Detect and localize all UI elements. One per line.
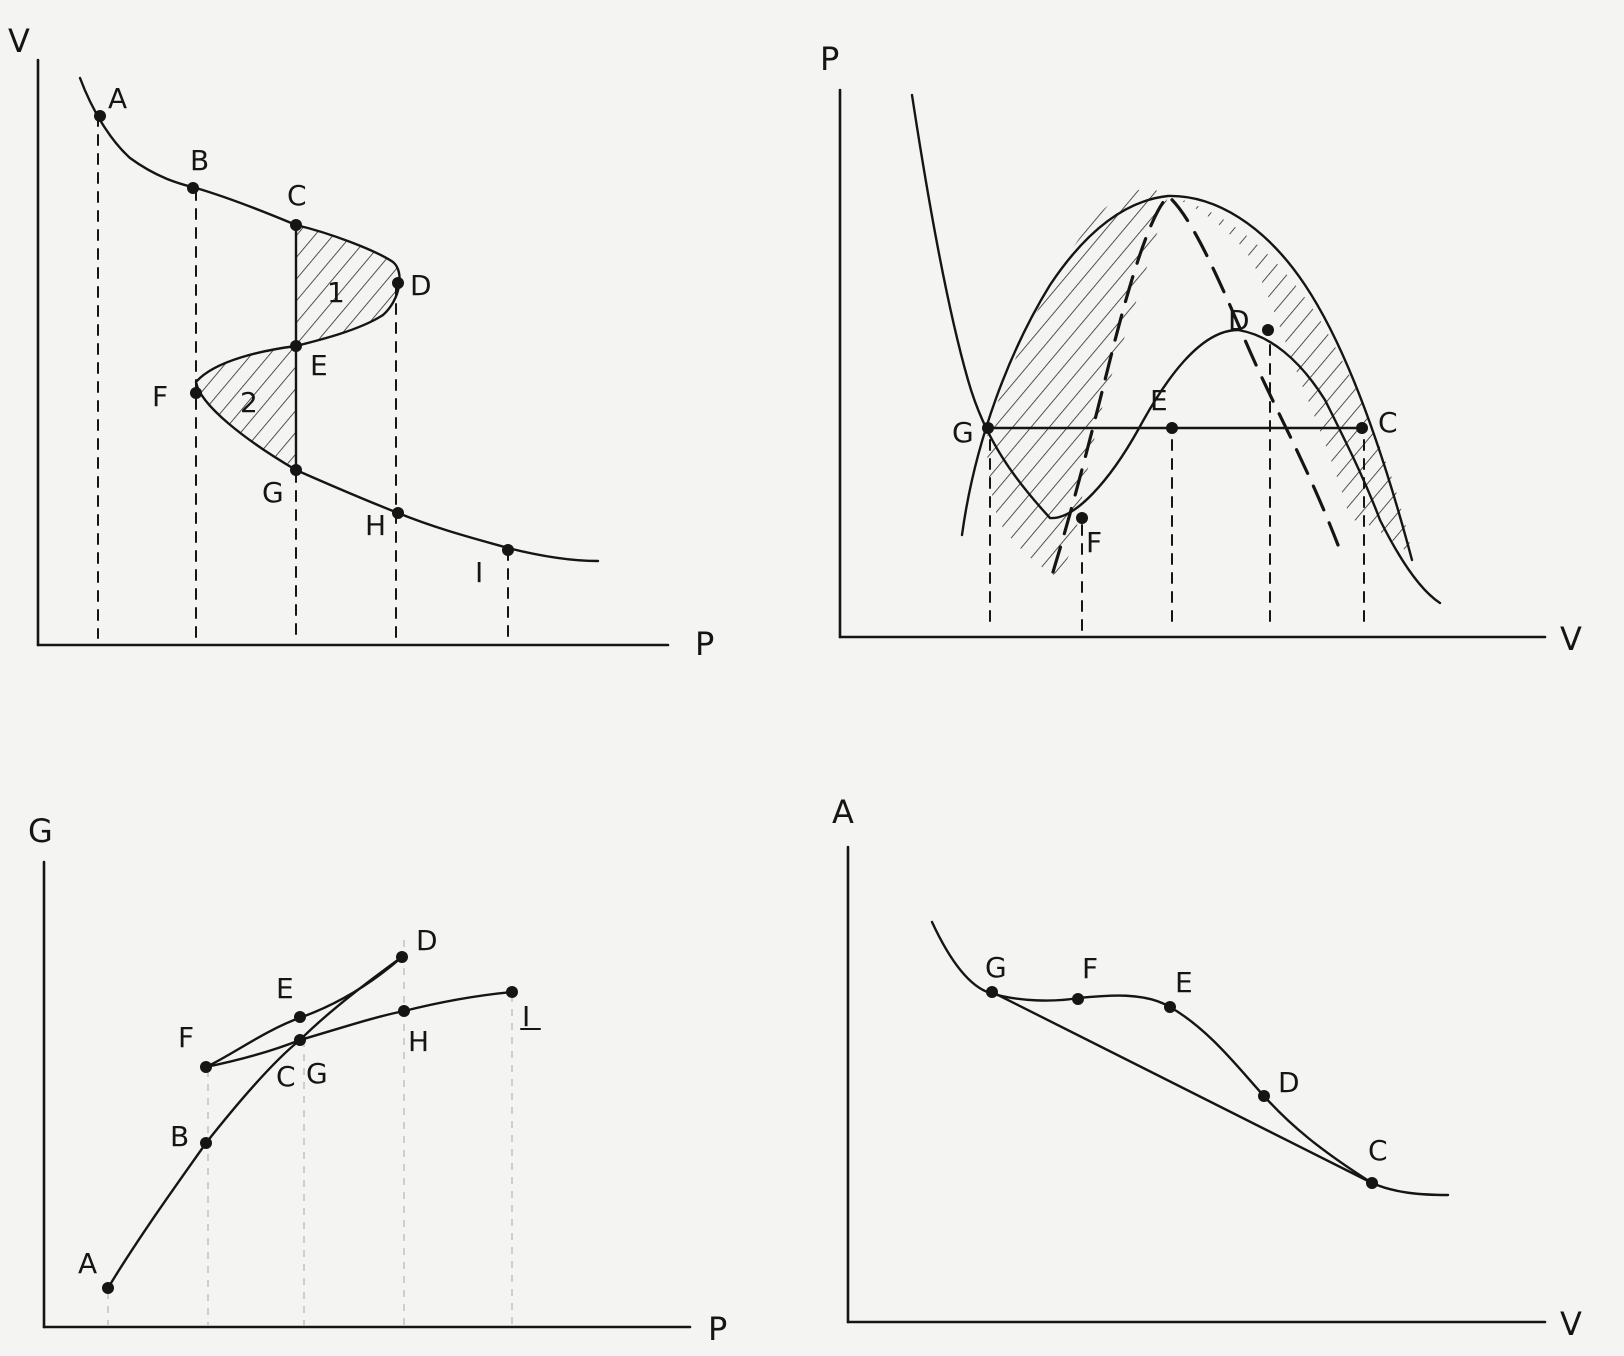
axis-label-p2: P (820, 40, 839, 78)
point-labels-vp: A B C D E F G H I (108, 82, 483, 589)
point-i (502, 544, 514, 556)
point-labels-gp: A B C G D E F H I (78, 924, 541, 1280)
panel-v-vs-p: V P 1 2 (8, 22, 714, 663)
binodal-curve (960, 194, 1414, 562)
point-labels-av: G F E D C (985, 951, 1388, 1167)
points-pv (982, 324, 1368, 524)
point-label-gp-g: G (306, 1057, 328, 1090)
point-a (94, 110, 106, 122)
point-label-av-f: F (1082, 952, 1098, 985)
point-labels-pv: G F E D C (952, 304, 1398, 559)
point-b3 (200, 1137, 212, 1149)
point-d3 (396, 951, 408, 963)
point-label-pv-d: D (1228, 304, 1250, 337)
hatched-region-left (987, 190, 1168, 575)
area-label-2: 2 (240, 386, 258, 419)
point-e3 (294, 1011, 306, 1023)
axis-label-a: A (832, 793, 854, 831)
point-f (190, 387, 202, 399)
point-h (392, 507, 404, 519)
panel-p-vs-v: P V G F E (820, 40, 1582, 658)
gibbs-branch-def (204, 955, 404, 1069)
projection-lines-gp (107, 940, 513, 1325)
points-av (986, 986, 1378, 1189)
point-g (290, 464, 302, 476)
spinodal-curve (1051, 194, 1340, 574)
point-f3 (200, 1061, 212, 1073)
axis-label-v2: V (1560, 620, 1582, 658)
axis-label-p3: P (708, 1310, 727, 1348)
point-label-vp-e: E (310, 349, 328, 382)
point-g2 (982, 422, 994, 434)
point-label-gp-i: I (522, 1000, 530, 1033)
point-f2 (1076, 512, 1088, 524)
point-cg3 (294, 1034, 306, 1046)
point-label-av-d: D (1278, 1066, 1300, 1099)
points-vp (94, 110, 514, 556)
point-label-av-c: C (1368, 1134, 1388, 1167)
axis-label-g: G (28, 812, 53, 850)
points-gp (102, 951, 518, 1294)
axis-label-v4: V (1560, 1305, 1582, 1343)
point-h3 (398, 1005, 410, 1017)
point-label-pv-e: E (1150, 384, 1168, 417)
point-d2 (1262, 324, 1274, 336)
axes-p-v: P V (820, 40, 1582, 658)
point-label-gp-c: C (276, 1060, 296, 1093)
axis-label-v: V (8, 22, 30, 60)
point-label-pv-c: C (1378, 406, 1398, 439)
isotherm-curve-pv (910, 93, 1442, 605)
axes-a-v: A V (832, 793, 1582, 1343)
hatched-region-right (1168, 196, 1412, 555)
hatched-area-1 (296, 225, 400, 345)
point-d4 (1258, 1090, 1270, 1102)
projection-lines-pv (989, 344, 1365, 631)
point-c2 (1356, 422, 1368, 434)
point-label-pv-g: G (952, 416, 974, 449)
point-label-pv-f: F (1086, 526, 1102, 559)
point-label-vp-a: A (108, 82, 127, 115)
point-label-gp-e: E (276, 972, 294, 1005)
panel-g-vs-p: G P A B C G (28, 812, 727, 1348)
point-label-vp-i: I (475, 556, 483, 589)
gibbs-branch-fghi (204, 990, 514, 1069)
axes-g-p: G P (28, 812, 727, 1348)
point-i3 (506, 986, 518, 998)
point-f4 (1072, 993, 1084, 1005)
area-label-1: 1 (327, 276, 345, 309)
point-label-gp-h: H (408, 1025, 429, 1058)
point-e4 (1164, 1001, 1176, 1013)
point-label-vp-f: F (152, 380, 168, 413)
point-label-vp-g: G (262, 476, 284, 509)
point-label-gp-b: B (170, 1120, 189, 1153)
point-e2 (1166, 422, 1178, 434)
point-label-av-g: G (985, 951, 1007, 984)
point-label-vp-d: D (410, 269, 432, 302)
axis-label-p: P (695, 625, 714, 663)
gibbs-branch-abcd (106, 955, 404, 1290)
point-b (187, 182, 199, 194)
point-d (392, 277, 404, 289)
point-c (290, 219, 302, 231)
point-g4 (986, 986, 998, 998)
point-label-vp-b: B (190, 144, 209, 177)
point-label-gp-a: A (78, 1247, 97, 1280)
common-tangent-line (990, 990, 1374, 1185)
point-label-vp-c: C (287, 179, 307, 212)
axes-v-p: V P (8, 22, 714, 663)
point-label-gp-d: D (416, 924, 438, 957)
point-label-av-e: E (1175, 966, 1193, 999)
panel-a-vs-v: A V G F E D C (832, 793, 1582, 1343)
projection-lines-vp (97, 115, 509, 639)
hatched-area-2 (196, 346, 296, 468)
point-e (290, 340, 302, 352)
point-label-gp-f: F (178, 1021, 194, 1054)
point-c4 (1366, 1177, 1378, 1189)
point-a3 (102, 1282, 114, 1294)
point-label-vp-h: H (365, 509, 386, 542)
